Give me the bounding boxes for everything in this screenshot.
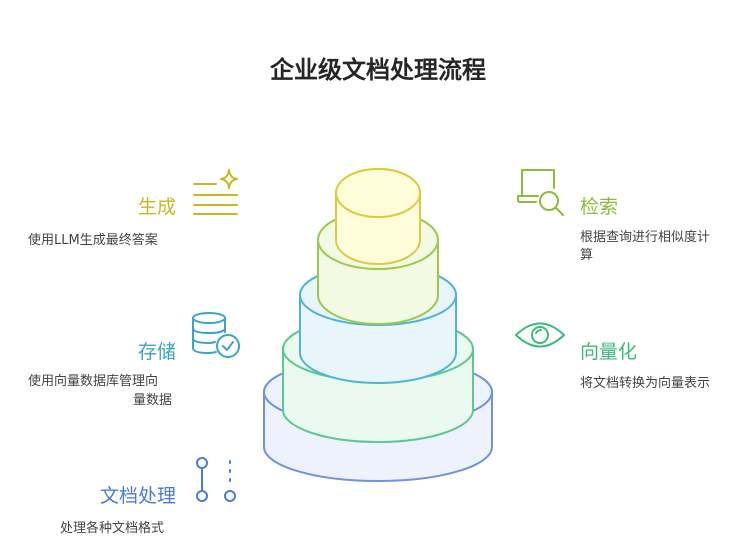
cylinder-layer-generate	[335, 168, 421, 265]
retrieve-description-line2: 算	[580, 248, 594, 263]
document-search-icon	[517, 169, 564, 216]
process-label: 文档处理	[100, 485, 177, 507]
generate-description: 使用LLM生成最终答案	[28, 233, 158, 248]
page-title: 企业级文档处理流程	[270, 56, 486, 84]
retrieve-label: 检索	[580, 196, 619, 218]
generate-label: 生成	[138, 196, 177, 218]
store-description-line1: 使用向量数据库管理向	[28, 374, 159, 389]
store-description-line2: 量数据	[133, 393, 173, 408]
vectorize-label: 向量化	[580, 341, 638, 363]
vectorize-description: 将文档转换为向量表示	[580, 376, 711, 391]
sparkle-lines-icon	[193, 169, 238, 215]
eye-icon	[515, 322, 565, 348]
store-label: 存储	[138, 341, 177, 363]
retrieve-description-line1: 根据查询进行相似度计	[580, 230, 711, 245]
workflow-nodes-icon	[196, 457, 236, 502]
database-check-icon	[192, 312, 240, 358]
process-description: 处理各种文档格式	[60, 521, 165, 536]
